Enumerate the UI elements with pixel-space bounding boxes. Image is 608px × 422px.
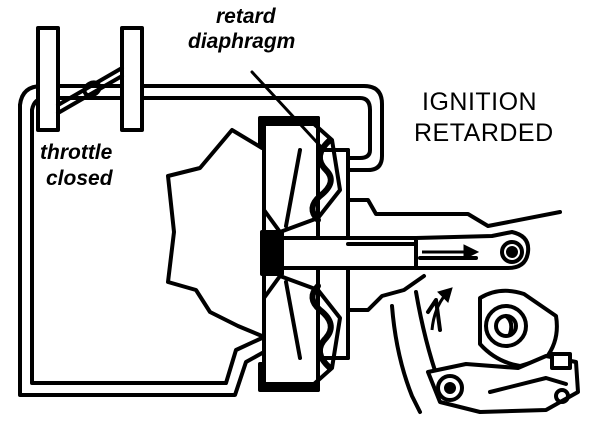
retard-diaphragm-label-line-2: diaphragm xyxy=(188,30,296,53)
vacuum-hose-inner xyxy=(30,108,264,385)
throttle-closed-label-line-1: throttle xyxy=(40,141,113,164)
throttle-closed-label: throttle closed xyxy=(40,142,113,189)
ignition-retarded-label-line-1: IGNITION xyxy=(422,88,538,116)
vacuum-hose-outer xyxy=(18,103,266,397)
retard-diaphragm-label: retard diaphragm xyxy=(188,6,295,52)
vacuum-hose-top-outer xyxy=(18,84,384,172)
diaphragm-leader-line xyxy=(250,70,326,152)
throttle-body xyxy=(36,26,144,132)
ignition-retarded-label: IGNITION RETARDED xyxy=(414,90,554,146)
pull-rod xyxy=(260,230,418,276)
retard-diaphragm-label-line-1: retard xyxy=(216,5,276,28)
motion-arrows xyxy=(422,244,480,331)
distributor-housing xyxy=(166,128,264,338)
breaker-plate xyxy=(390,288,559,414)
ignition-retarded-label-line-2: RETARDED xyxy=(414,119,554,147)
retard-diaphragm xyxy=(284,137,334,371)
distributor-side-housing-lower xyxy=(346,274,426,312)
distributor-side-housing xyxy=(346,198,562,228)
contact-points xyxy=(426,352,580,414)
throttle-closed-label-line-2: closed xyxy=(46,167,113,190)
